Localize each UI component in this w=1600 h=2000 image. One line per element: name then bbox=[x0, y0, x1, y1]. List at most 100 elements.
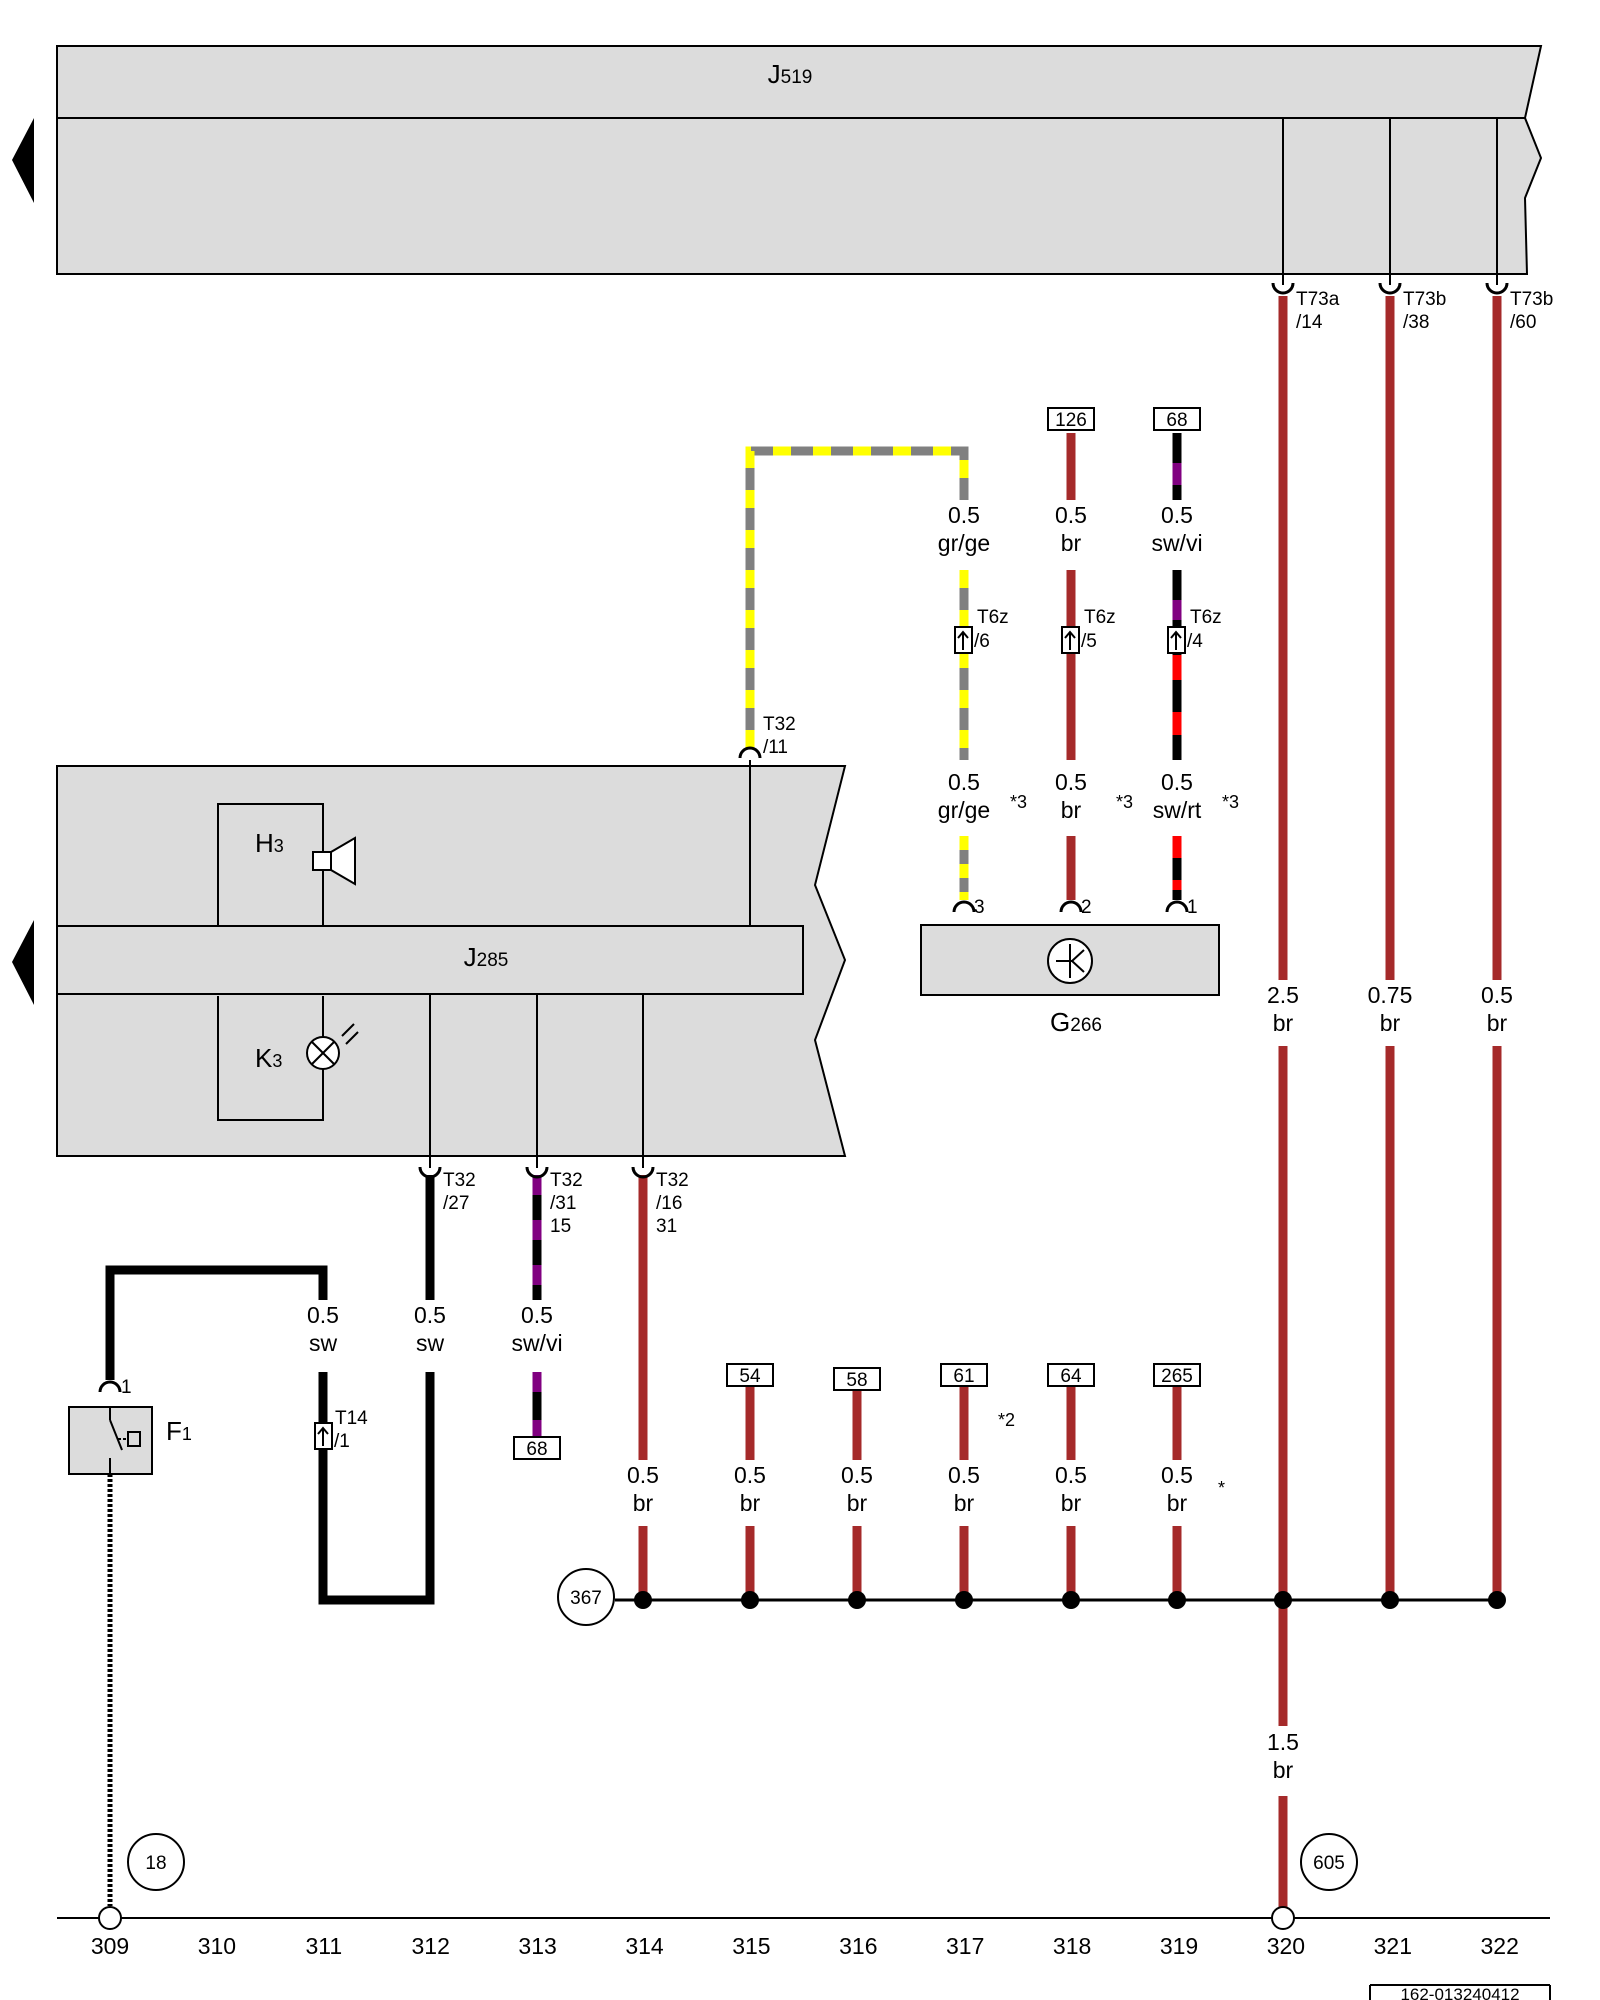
svg-text:br: br bbox=[1380, 1010, 1401, 1036]
svg-text:sw/vi: sw/vi bbox=[1151, 530, 1202, 556]
svg-text:br: br bbox=[1167, 1490, 1188, 1516]
svg-text:T32: T32 bbox=[443, 1170, 476, 1191]
svg-text:*3: *3 bbox=[1222, 792, 1239, 812]
ground-point-367: 367 bbox=[557, 1568, 615, 1626]
footer-code-box: 162-013240412 bbox=[1369, 1984, 1551, 2000]
switch-f1: F1 bbox=[68, 1406, 192, 1475]
svg-text:265: 265 bbox=[1161, 1366, 1193, 1387]
svg-text:2: 2 bbox=[1081, 897, 1092, 918]
svg-text:0.75: 0.75 bbox=[1368, 982, 1413, 1008]
wire-sw-f1-loop bbox=[105, 1175, 435, 1605]
svg-text:br: br bbox=[954, 1490, 975, 1516]
connector-labels: T73a /14 T73b /38 T73b /60 T32 /11 T6z /… bbox=[121, 289, 1553, 1452]
wire-labels: 0.5gr/ge 0.5br 0.5sw/vi 0.5gr/ge *3 0.5b… bbox=[307, 502, 1513, 1783]
column-number: 309 bbox=[91, 1933, 129, 1959]
svg-text:*3: *3 bbox=[1116, 792, 1133, 812]
svg-text:sw/rt: sw/rt bbox=[1153, 797, 1202, 823]
svg-text:0.5: 0.5 bbox=[307, 1302, 339, 1328]
column-number: 313 bbox=[518, 1933, 556, 1959]
column-number: 314 bbox=[625, 1933, 664, 1959]
control-unit-j519: J519 bbox=[56, 45, 1543, 275]
svg-text:64: 64 bbox=[1060, 1366, 1082, 1387]
j285-label: J285 bbox=[464, 942, 509, 972]
svg-text:/14: /14 bbox=[1296, 312, 1323, 333]
column-number: 319 bbox=[1160, 1933, 1198, 1959]
svg-text:/6: /6 bbox=[974, 631, 990, 652]
svg-text:0.5: 0.5 bbox=[734, 1462, 766, 1488]
svg-text:1.5: 1.5 bbox=[1267, 1729, 1299, 1755]
connector-symbols bbox=[98, 282, 1509, 1393]
svg-text:/60: /60 bbox=[1510, 312, 1536, 333]
svg-text:T14: T14 bbox=[335, 1408, 368, 1429]
control-unit-j285: J285 H3 K3 bbox=[56, 760, 847, 1168]
svg-text:br: br bbox=[1273, 1757, 1294, 1783]
bus-junctions bbox=[634, 1591, 1506, 1609]
svg-text:sw: sw bbox=[416, 1330, 445, 1356]
svg-text:54: 54 bbox=[739, 1366, 761, 1387]
j519-label: J519 bbox=[768, 59, 813, 89]
svg-text:T32: T32 bbox=[550, 1170, 583, 1191]
reference-boxes: 126 68 68 54 58 61 64 265 bbox=[513, 407, 1201, 1460]
inline-connector-arrows bbox=[317, 630, 1182, 1446]
svg-text:1: 1 bbox=[1187, 897, 1198, 918]
oil-level-sensor-icon bbox=[1047, 938, 1093, 984]
svg-text:605: 605 bbox=[1313, 1853, 1345, 1874]
svg-text:68: 68 bbox=[526, 1439, 547, 1460]
svg-text:gr/ge: gr/ge bbox=[938, 530, 990, 556]
ground-point-605: 605 bbox=[1300, 1833, 1358, 1891]
svg-text:br: br bbox=[1061, 797, 1082, 823]
sensor-g266: G266 bbox=[920, 924, 1220, 1037]
k3-label: K3 bbox=[255, 1043, 282, 1073]
svg-text:T6z: T6z bbox=[1190, 607, 1222, 628]
svg-text:18: 18 bbox=[145, 1853, 166, 1874]
svg-text:/5: /5 bbox=[1081, 631, 1097, 652]
warning-lamp-icon bbox=[306, 1023, 359, 1070]
svg-text:T6z: T6z bbox=[1084, 607, 1116, 628]
svg-text:58: 58 bbox=[846, 1370, 867, 1391]
svg-text:0.5: 0.5 bbox=[841, 1462, 873, 1488]
column-number: 315 bbox=[732, 1933, 770, 1959]
column-number: 321 bbox=[1374, 1933, 1412, 1959]
column-number: 316 bbox=[839, 1933, 877, 1959]
ground-terminal-320 bbox=[1271, 1906, 1295, 1930]
svg-text:*2: *2 bbox=[998, 1410, 1015, 1430]
svg-text:0.5: 0.5 bbox=[948, 502, 980, 528]
svg-text:/27: /27 bbox=[443, 1193, 469, 1214]
column-number: 312 bbox=[412, 1933, 450, 1959]
svg-text:br: br bbox=[740, 1490, 761, 1516]
column-number: 320 bbox=[1267, 1933, 1305, 1959]
svg-text:br: br bbox=[1061, 530, 1082, 556]
column-number: 322 bbox=[1481, 1933, 1519, 1959]
svg-text:/1: /1 bbox=[334, 1431, 350, 1452]
svg-text:br: br bbox=[1061, 1490, 1082, 1516]
svg-text:br: br bbox=[1487, 1010, 1508, 1036]
continue-left-arrow-top bbox=[12, 118, 34, 203]
svg-text:/38: /38 bbox=[1403, 312, 1429, 333]
svg-text:sw/vi: sw/vi bbox=[511, 1330, 562, 1356]
svg-text:T32: T32 bbox=[763, 714, 796, 735]
svg-text:31: 31 bbox=[656, 1216, 677, 1237]
footer-code: 162-013240412 bbox=[1400, 1985, 1519, 2000]
svg-text:0.5: 0.5 bbox=[1161, 769, 1193, 795]
g266-label: G266 bbox=[1050, 1007, 1102, 1037]
svg-text:*: * bbox=[1218, 1478, 1225, 1498]
svg-text:*3: *3 bbox=[1010, 792, 1027, 812]
svg-text:0.5: 0.5 bbox=[1161, 502, 1193, 528]
svg-text:br: br bbox=[1273, 1010, 1294, 1036]
svg-text:0.5: 0.5 bbox=[627, 1462, 659, 1488]
svg-text:/31: /31 bbox=[550, 1193, 576, 1214]
wire-gr-ge bbox=[745, 446, 969, 900]
svg-text:0.5: 0.5 bbox=[414, 1302, 446, 1328]
svg-text:15: 15 bbox=[550, 1216, 571, 1237]
column-number: 318 bbox=[1053, 1933, 1091, 1959]
column-number: 311 bbox=[305, 1933, 342, 1959]
svg-text:0.5: 0.5 bbox=[948, 1462, 980, 1488]
svg-text:T73b: T73b bbox=[1403, 289, 1446, 310]
svg-text:126: 126 bbox=[1055, 410, 1087, 431]
svg-text:br: br bbox=[847, 1490, 868, 1516]
svg-text:2.5: 2.5 bbox=[1267, 982, 1299, 1008]
svg-text:0.5: 0.5 bbox=[1055, 1462, 1087, 1488]
svg-text:3: 3 bbox=[974, 897, 985, 918]
